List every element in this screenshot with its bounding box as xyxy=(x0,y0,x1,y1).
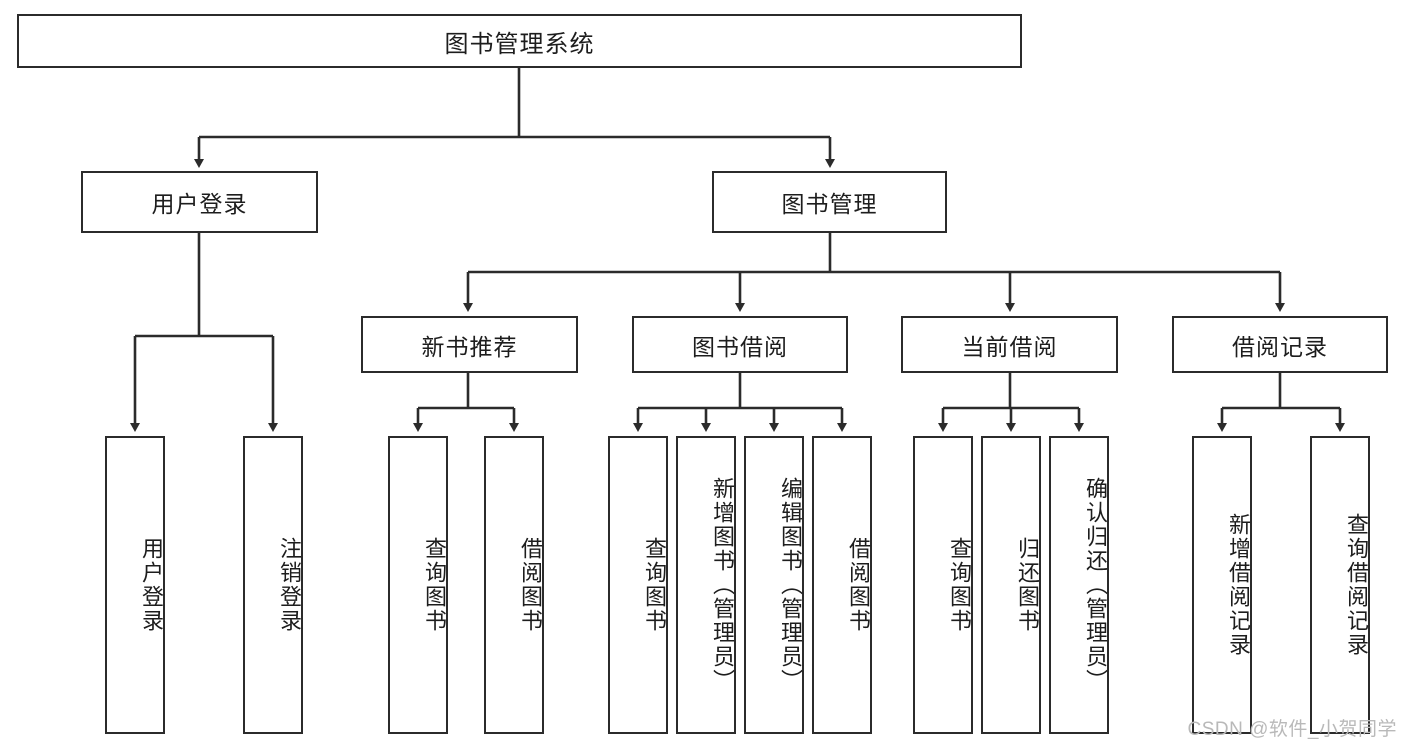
node-leaf-edit-book[interactable]: 编辑图书（管理员） xyxy=(744,436,804,734)
leaf-label: 归还图书 xyxy=(1015,537,1040,633)
leaf-label: 查询图书 xyxy=(947,537,972,633)
node-leaf-add-borrow-record[interactable]: 新增借阅记录 xyxy=(1192,436,1252,734)
leaf-label: 借阅图书 xyxy=(518,537,543,633)
node-leaf-borrow-book-2[interactable]: 借阅图书 xyxy=(812,436,872,734)
node-borrow-record[interactable]: 借阅记录 xyxy=(1172,316,1388,373)
leaf-label: 新增图书（管理员） xyxy=(710,477,735,693)
node-leaf-confirm-return[interactable]: 确认归还（管理员） xyxy=(1049,436,1109,734)
leaf-label: 新增借阅记录 xyxy=(1226,513,1251,657)
leaf-label: 编辑图书（管理员） xyxy=(778,477,803,693)
node-book-manage[interactable]: 图书管理 xyxy=(712,171,947,233)
leaf-label: 确认归还（管理员） xyxy=(1083,477,1108,693)
node-current-borrow[interactable]: 当前借阅 xyxy=(901,316,1118,373)
leaf-label: 查询图书 xyxy=(642,537,667,633)
leaf-label: 查询借阅记录 xyxy=(1344,513,1369,657)
watermark: CSDN @软件_小贺同学 xyxy=(1187,719,1397,740)
node-leaf-query-borrow-record[interactable]: 查询借阅记录 xyxy=(1310,436,1370,734)
node-book-borrow[interactable]: 图书借阅 xyxy=(632,316,848,373)
node-leaf-query-book-1[interactable]: 查询图书 xyxy=(388,436,448,734)
node-root[interactable]: 图书管理系统 xyxy=(17,14,1022,68)
leaf-label: 借阅图书 xyxy=(846,537,871,633)
leaf-label: 用户登录 xyxy=(139,537,164,633)
node-leaf-query-book-3[interactable]: 查询图书 xyxy=(913,436,973,734)
node-leaf-logout[interactable]: 注销登录 xyxy=(243,436,303,734)
node-leaf-return-book[interactable]: 归还图书 xyxy=(981,436,1041,734)
node-user-login[interactable]: 用户登录 xyxy=(81,171,318,233)
node-new-book-recommend[interactable]: 新书推荐 xyxy=(361,316,578,373)
leaf-label: 查询图书 xyxy=(422,537,447,633)
leaf-label: 注销登录 xyxy=(277,537,302,633)
node-leaf-add-book[interactable]: 新增图书（管理员） xyxy=(676,436,736,734)
node-leaf-user-login[interactable]: 用户登录 xyxy=(105,436,165,734)
node-leaf-query-book-2[interactable]: 查询图书 xyxy=(608,436,668,734)
node-leaf-borrow-book-1[interactable]: 借阅图书 xyxy=(484,436,544,734)
